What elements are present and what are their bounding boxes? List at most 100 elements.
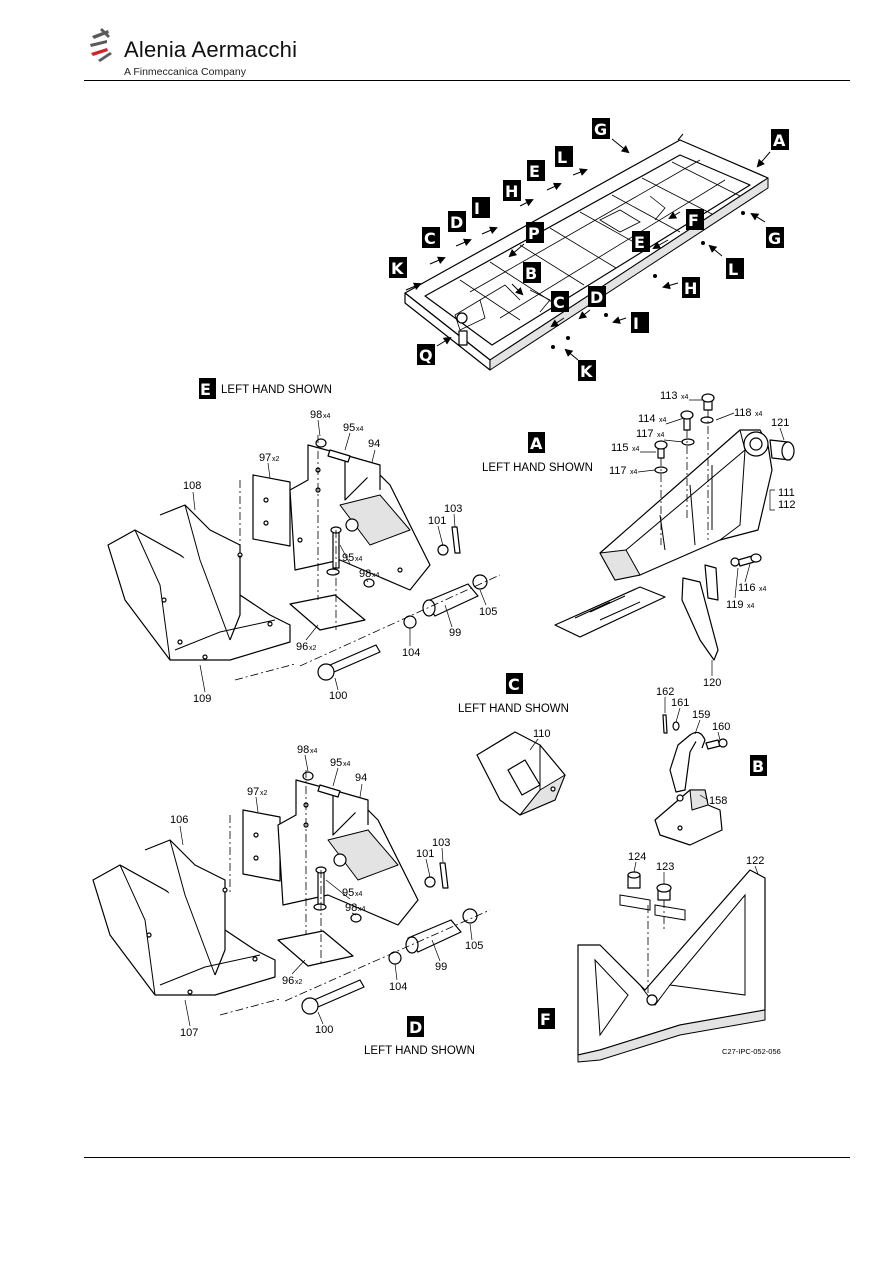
brand-name: Alenia Aermacchi xyxy=(124,37,298,62)
callout-p98a_q: x4 xyxy=(323,413,331,420)
view-letter-B: B xyxy=(750,755,767,776)
callout-p111: 111 xyxy=(778,487,795,499)
callout-p158: 158 xyxy=(709,795,727,807)
callout-p100a: 100 xyxy=(329,690,347,702)
callout-D: D xyxy=(590,288,603,307)
callout-p159: 159 xyxy=(692,709,710,721)
callout-p123: 123 xyxy=(656,861,674,873)
callout-p95a: 95 xyxy=(343,422,355,434)
callout-p116: 116 xyxy=(738,582,756,594)
callout-p95d_q: x4 xyxy=(355,891,363,898)
callout-p119: 119 xyxy=(726,599,744,611)
view-letter-F: F xyxy=(538,1008,555,1029)
callout-p160: 160 xyxy=(712,721,730,733)
view-letter-K-bottom: K xyxy=(578,360,596,381)
callout-p94b: 94 xyxy=(355,772,367,784)
view-letter-G-right: G xyxy=(766,227,784,248)
callout-p97b: 97 xyxy=(247,786,259,798)
callout-p114: 114 xyxy=(638,413,656,425)
callout-p98c_q: x4 xyxy=(310,748,318,755)
view-letter-G-top: G xyxy=(592,118,610,139)
view-letter-E: E xyxy=(199,378,216,399)
view-E: E LEFT HAND SHOWN xyxy=(107,378,501,681)
callout-p110: 110 xyxy=(533,728,551,740)
view-letter-Q: Q xyxy=(417,344,435,365)
callout-p108: 108 xyxy=(183,480,201,492)
callout-p117a: 117 xyxy=(636,428,654,440)
view-letter-E-mid: E xyxy=(632,231,650,252)
alenia-logo-icon xyxy=(90,28,112,62)
view-B: B xyxy=(654,714,767,846)
callout-p95d: 95 xyxy=(342,887,354,899)
callout-H: H xyxy=(505,182,518,201)
view-letter-K-top: K xyxy=(389,257,407,278)
callout-p114_q: x4 xyxy=(659,417,667,424)
callout-p95a_q: x4 xyxy=(356,426,364,433)
callout-I: I xyxy=(633,314,639,333)
callout-Q: Q xyxy=(419,346,433,365)
callout-p95b: 95 xyxy=(342,552,354,564)
callout-p117b: 117 xyxy=(609,465,627,477)
callout-p105a: 105 xyxy=(479,606,497,618)
callout-E: E xyxy=(634,233,645,252)
callout-p124: 124 xyxy=(628,851,646,863)
view-letter-D-mid: D xyxy=(588,286,606,307)
callout-p112: 112 xyxy=(778,499,796,511)
callout-B: B xyxy=(752,757,764,776)
callout-I: I xyxy=(474,199,480,218)
callout-p99b: 99 xyxy=(435,961,447,973)
callout-E: E xyxy=(529,162,540,181)
view-A: A LEFT HAND SHOWN xyxy=(482,393,795,661)
view-B-callouts: 162 161 159 160 158 xyxy=(656,686,730,807)
callout-p100b: 100 xyxy=(315,1024,333,1036)
callout-p113_q: x4 xyxy=(681,394,689,401)
callout-p99a: 99 xyxy=(449,627,461,639)
footer-rule xyxy=(84,1157,850,1158)
callout-p98d: 98 xyxy=(345,902,357,914)
callout-p98d_q: x4 xyxy=(358,906,366,913)
view-letter-C: C xyxy=(506,673,523,694)
callout-p97a: 97 xyxy=(259,452,271,464)
callout-A: A xyxy=(530,434,543,453)
callout-p161: 161 xyxy=(671,697,689,709)
callout-p121: 121 xyxy=(771,417,789,429)
view-letter-D-top: D xyxy=(448,211,466,232)
callout-p98a: 98 xyxy=(310,409,322,421)
view-arrows: G A L E H I D C K P B F E G L H D C I xyxy=(389,118,789,381)
callout-F: F xyxy=(540,1010,551,1029)
callout-p96b: 96 xyxy=(282,975,294,987)
callout-C: C xyxy=(553,293,565,312)
callout-G: G xyxy=(768,229,781,248)
callout-p98b_q: x4 xyxy=(372,572,380,579)
callout-p97b_q: x2 xyxy=(260,790,268,797)
callout-p101a: 101 xyxy=(428,515,446,527)
view-letter-P: P xyxy=(526,222,544,243)
view-F: F xyxy=(538,869,766,1063)
caption-C: LEFT HAND SHOWN xyxy=(458,703,569,715)
callout-p119_q: x4 xyxy=(747,603,755,610)
callout-p97a_q: x2 xyxy=(272,456,280,463)
callout-F: F xyxy=(688,211,699,230)
overview-frame-assembly xyxy=(404,133,769,371)
callout-K: K xyxy=(391,259,404,278)
view-letter-D: D xyxy=(407,1016,424,1037)
callout-E: E xyxy=(200,380,211,399)
view-letter-L-top: L xyxy=(555,146,573,167)
callout-p115: 115 xyxy=(611,442,629,454)
view-letter-A-top: A xyxy=(771,129,789,150)
header-rule xyxy=(84,80,850,81)
callout-C: C xyxy=(424,229,436,248)
callout-A: A xyxy=(773,131,786,150)
callout-p117a_q: x4 xyxy=(657,432,665,439)
view-letter-L-right: L xyxy=(726,258,744,279)
callout-p94a: 94 xyxy=(368,438,380,450)
view-letter-H-right: H xyxy=(682,277,700,298)
callout-p115_q: x4 xyxy=(632,446,640,453)
callout-p117b_q: x4 xyxy=(630,469,638,476)
callout-B: B xyxy=(525,264,537,283)
callout-p95b_q: x4 xyxy=(355,556,363,563)
callout-G: G xyxy=(594,120,607,139)
